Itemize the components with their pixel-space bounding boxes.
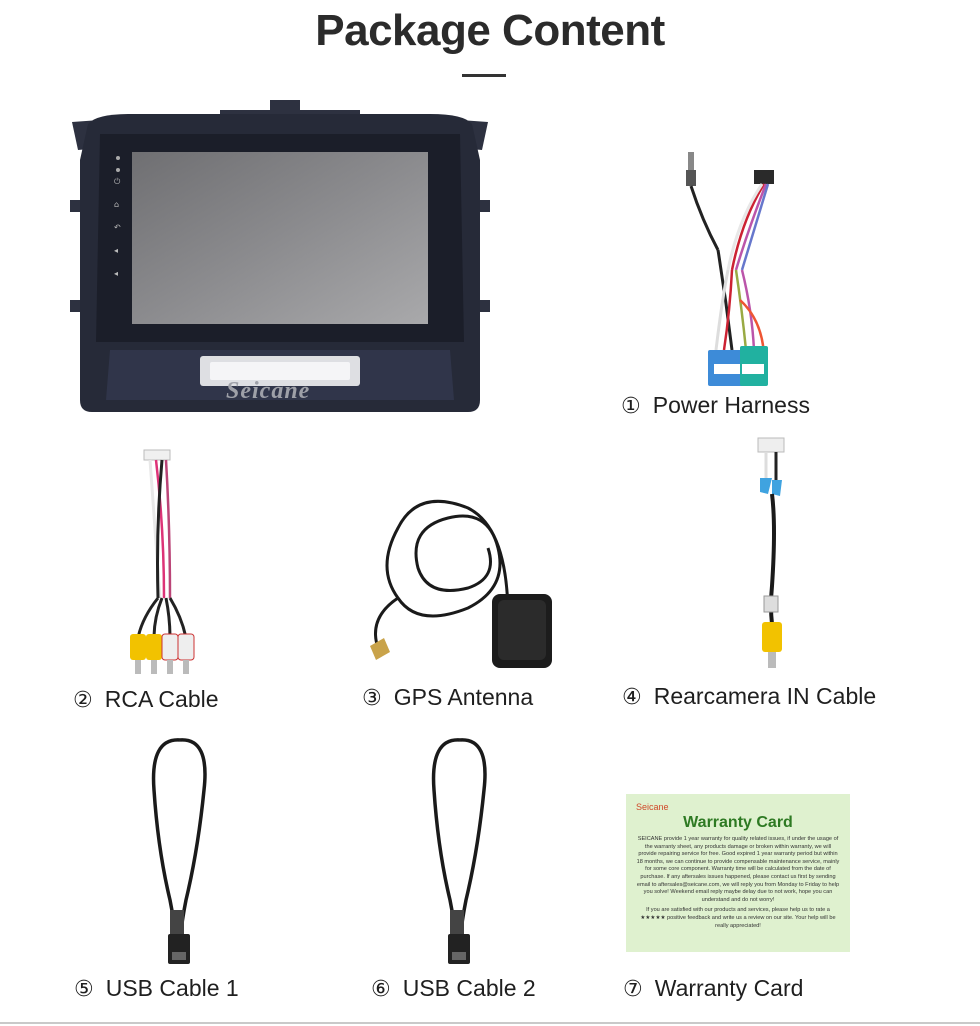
svg-text:↶: ↶ (113, 223, 121, 232)
usb-cable-2-image (420, 730, 500, 975)
bottom-divider (0, 1022, 980, 1024)
gps-antenna-image (358, 488, 558, 673)
card-body-feedback: If you are satisfied with our products a… (640, 907, 836, 929)
svg-text:⌂: ⌂ (114, 200, 119, 209)
usb-cable-1-image (140, 730, 220, 975)
rca-cable-image (120, 448, 210, 683)
power-harness-image (682, 150, 792, 395)
card-title: Warranty Card (683, 814, 793, 831)
page-title: Package Content (315, 6, 665, 55)
head-unit-image: ⏻ ⌂ ↶ ◂ ◂ Seicane (70, 100, 490, 418)
title-underline (462, 74, 506, 77)
brand-watermark: Seicane (226, 378, 311, 404)
svg-text:◂: ◂ (114, 246, 118, 255)
card-body: SEICANE provide 1 year warranty for qual… (636, 836, 840, 903)
svg-text:◂: ◂ (114, 269, 118, 278)
rearcamera-cable-image (736, 436, 806, 672)
svg-text:⏻: ⏻ (114, 177, 121, 186)
card-brand: Seicane (636, 802, 669, 812)
warranty-card-image: Seicane Warranty Card SEICANE provide 1 … (626, 794, 850, 952)
